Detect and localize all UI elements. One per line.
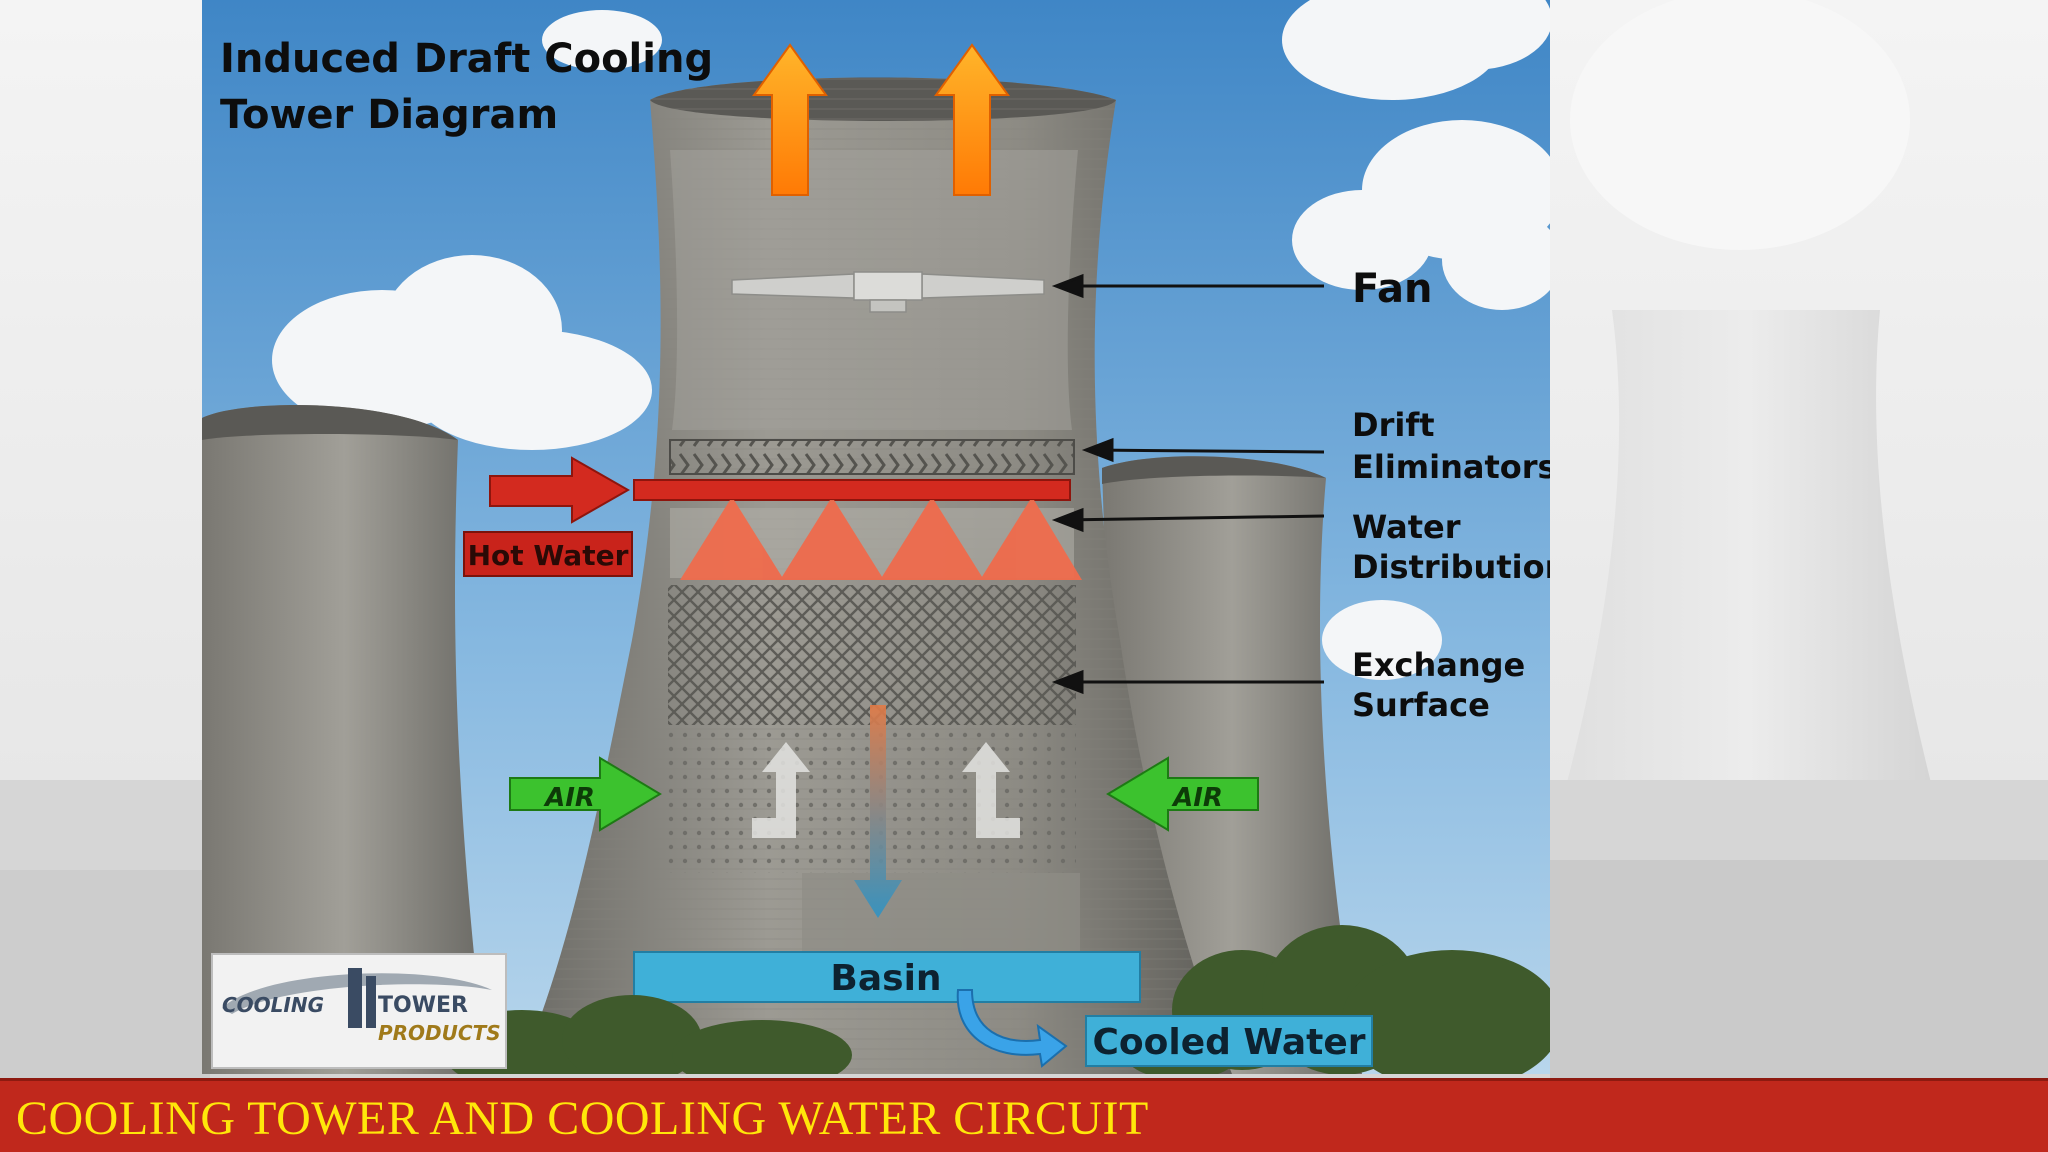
footer-bar: COOLING TOWER AND COOLING WATER CIRCUIT <box>0 1078 2048 1152</box>
air-inlet-arrow-right <box>1106 756 1259 832</box>
hot-water-inlet-arrow <box>489 456 631 524</box>
logo-line2: TOWER <box>378 993 468 1018</box>
drift-eliminators <box>670 440 1074 474</box>
diagram-title-line1: Induced Draft Cooling <box>220 36 713 82</box>
cooled-water-outflow-arrow <box>956 989 1068 1068</box>
label-air-left: AIR <box>543 783 595 813</box>
cooling-tower-diagram: Induced Draft Cooling Tower Diagram Fan … <box>202 0 1550 1074</box>
fan <box>731 271 1045 313</box>
label-hot-water: Hot Water <box>468 539 629 572</box>
internal-air-arrow-left <box>752 742 810 838</box>
label-basin: Basin <box>830 958 941 999</box>
slide-title: COOLING TOWER AND COOLING WATER CIRCUIT <box>16 1092 1149 1145</box>
company-logo: COOLING TOWER PRODUCTS <box>211 953 507 1069</box>
basin <box>633 951 1141 1003</box>
falling-water-arrow <box>854 705 902 918</box>
label-water-line2: Distribution <box>1352 548 1550 586</box>
water-distribution-sprays <box>680 500 1082 580</box>
background-tower-left <box>202 405 487 1074</box>
air-inlet-arrow-left <box>509 756 662 832</box>
pointer-lines <box>1051 273 1325 695</box>
label-drift-line2: Eliminators <box>1352 448 1550 486</box>
exchange-surface <box>668 585 1076 725</box>
logo-line3: PRODUCTS <box>378 1021 501 1045</box>
label-fan: Fan <box>1352 266 1432 312</box>
diagram-title-line2: Tower Diagram <box>220 92 558 138</box>
exhaust-arrow-right <box>934 43 1010 196</box>
label-exchange-line2: Surface <box>1352 686 1490 724</box>
label-air-right: AIR <box>1171 783 1223 813</box>
label-drift-line1: Drift <box>1352 406 1435 444</box>
hot-water-label-box <box>463 531 633 577</box>
cooled-water-label-box <box>1085 1015 1373 1067</box>
exhaust-arrow-left <box>752 43 828 196</box>
label-exchange-line1: Exchange <box>1352 646 1525 684</box>
hot-water-pipe <box>633 479 1071 501</box>
logo-line1: COOLING <box>222 993 324 1017</box>
clouds <box>272 0 1550 680</box>
label-cooled-water: Cooled Water <box>1092 1022 1365 1063</box>
label-water-line1: Water <box>1352 508 1461 546</box>
internal-air-arrow-right <box>962 742 1020 838</box>
